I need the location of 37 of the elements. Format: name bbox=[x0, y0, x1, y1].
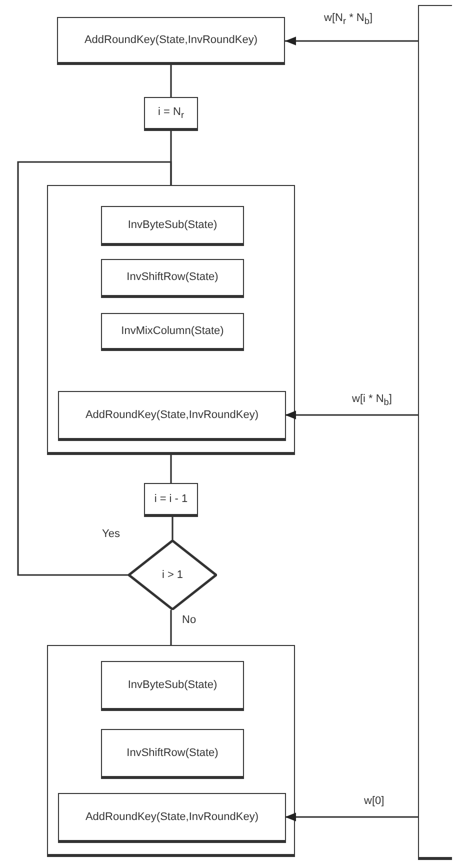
edge-label: w[i * N$_{b}$] bbox=[350, 393, 394, 408]
step-text: AddRoundKey(State,InvRoundKey) bbox=[85, 408, 259, 422]
step-text: AddRoundKey(State,InvRoundKey) bbox=[85, 810, 259, 824]
process-box bbox=[101, 206, 244, 246]
arrow bbox=[285, 410, 418, 420]
process-box bbox=[101, 729, 244, 779]
connector-line bbox=[172, 517, 174, 540]
step-text: i > 1 bbox=[162, 568, 184, 582]
step-text: InvByteSub(State) bbox=[128, 218, 218, 232]
connector-line bbox=[17, 161, 172, 576]
round-box bbox=[47, 185, 295, 455]
edge-label: w[N$_{r}$ * N$_{b}$] bbox=[322, 12, 375, 26]
connector-line bbox=[170, 65, 172, 97]
step-text: InvShiftRow(State) bbox=[126, 746, 218, 760]
process-box bbox=[58, 793, 286, 843]
process-box bbox=[101, 661, 244, 711]
process-box bbox=[57, 17, 285, 65]
step-text: InvShiftRow(State) bbox=[126, 271, 218, 284]
step-text: i = N$_{r}$ bbox=[158, 106, 184, 120]
key-schedule-box bbox=[418, 5, 452, 860]
step-text: InvMixColumn(State) bbox=[121, 324, 224, 338]
process-box bbox=[101, 313, 244, 351]
step-text: i = i - 1 bbox=[154, 492, 188, 506]
process-box bbox=[144, 483, 198, 517]
step-text: AddRoundKey(State,InvRoundKey) bbox=[84, 34, 258, 46]
edge-label: w[0] bbox=[362, 795, 386, 807]
process-box bbox=[58, 391, 286, 441]
round-box bbox=[47, 645, 295, 857]
connector-line bbox=[170, 455, 172, 483]
connector-line bbox=[170, 610, 172, 645]
process-box bbox=[101, 259, 244, 298]
process-box bbox=[144, 97, 198, 131]
edge-label: Yes bbox=[100, 528, 122, 540]
edge-label: No bbox=[180, 614, 198, 626]
arrow bbox=[285, 36, 418, 46]
arrow bbox=[285, 812, 418, 822]
step-text: InvByteSub(State) bbox=[128, 678, 218, 692]
